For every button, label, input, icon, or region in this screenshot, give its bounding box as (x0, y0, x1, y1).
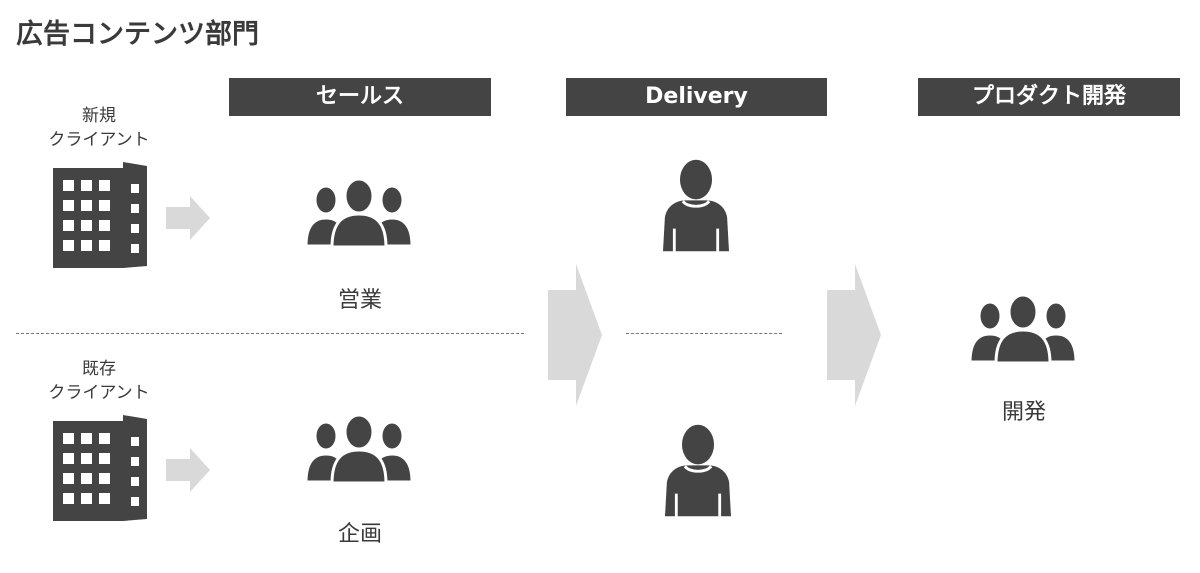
group-icon (304, 178, 414, 248)
arrow-right-icon (166, 448, 210, 492)
building-icon (51, 415, 151, 523)
page-title: 広告コンテンツ部門 (16, 19, 259, 50)
group-icon (304, 414, 414, 484)
arrow-right-icon (548, 264, 602, 406)
group-icon (968, 294, 1078, 364)
person-icon (665, 423, 731, 519)
role-eigyo: 営業 (337, 288, 382, 313)
divider-line (626, 333, 782, 334)
role-kikaku: 企画 (337, 522, 382, 547)
client-new-label: 新規 クライアント (19, 104, 179, 152)
client-existing-label: 既存 クライアント (19, 357, 179, 405)
header-delivery: Delivery (566, 78, 827, 116)
header-product: プロダクト開発 (918, 78, 1180, 116)
arrow-right-icon (827, 264, 881, 406)
arrow-right-icon (166, 196, 210, 240)
person-icon (663, 158, 729, 254)
header-sales: セールス (229, 78, 491, 116)
building-icon (51, 162, 151, 270)
client-new-line1: 新規 (82, 106, 116, 126)
client-existing-line2: クライアント (48, 383, 150, 403)
divider-line (16, 333, 524, 334)
client-existing-line1: 既存 (82, 359, 116, 379)
client-new-line2: クライアント (48, 130, 150, 150)
role-kaihatsu: 開発 (1001, 400, 1046, 425)
